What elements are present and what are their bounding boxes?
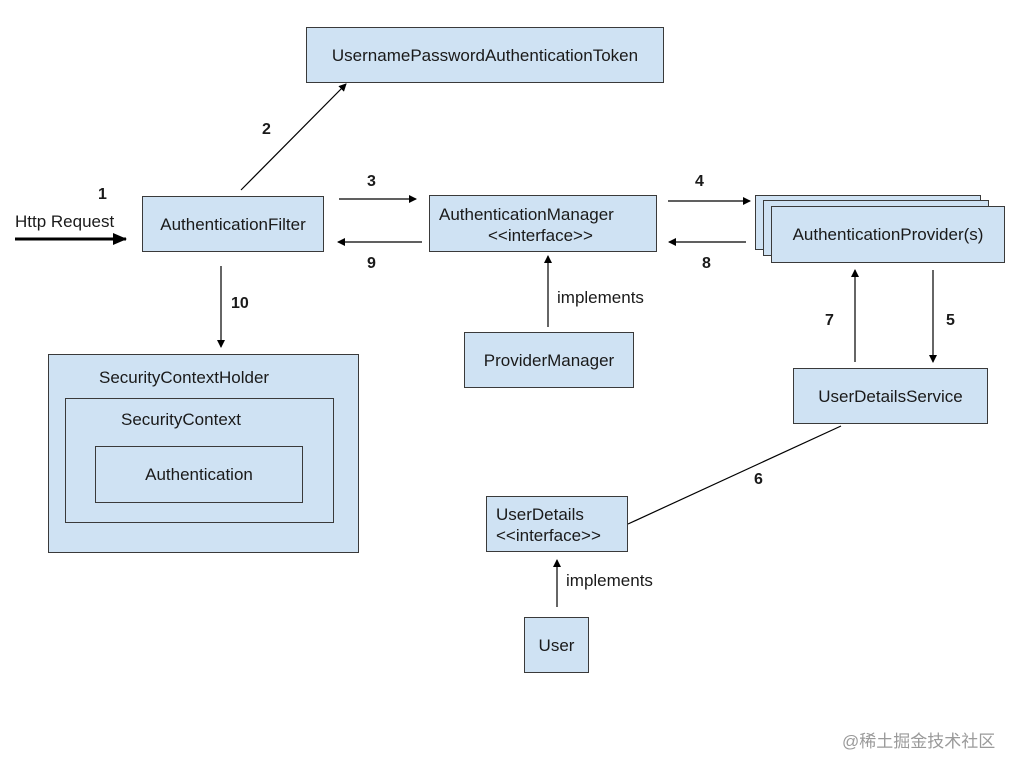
manager-label: AuthenticationManager	[439, 205, 614, 224]
user-details-service-box: UserDetailsService	[793, 368, 988, 424]
provider-manager-label: ProviderManager	[483, 350, 615, 370]
step-2: 2	[262, 121, 271, 138]
provider-label: AuthenticationProvider(s)	[792, 225, 984, 244]
authentication-manager-box: AuthenticationManager <<interface>>	[429, 195, 657, 252]
step-1: 1	[98, 186, 107, 203]
line-6	[627, 425, 842, 525]
arrow-2	[240, 83, 347, 191]
security-context-holder-label: SecurityContextHolder	[99, 368, 270, 387]
provider-manager-box: ProviderManager	[464, 332, 634, 388]
step-9: 9	[367, 255, 376, 272]
step-8: 8	[702, 255, 711, 272]
authentication-provider-box: AuthenticationProvider(s)	[771, 206, 1005, 263]
step-7: 7	[825, 312, 834, 329]
user-box: User	[524, 617, 589, 673]
step-5: 5	[946, 312, 955, 329]
authentication-box: Authentication	[95, 446, 303, 503]
step-10: 10	[231, 295, 249, 312]
user-label: User	[538, 635, 575, 655]
implements-label-provider-manager: implements	[557, 288, 644, 307]
user-details-service-label: UserDetailsService	[818, 386, 963, 406]
user-details-label: UserDetails	[496, 505, 584, 524]
security-context-label: SecurityContext	[121, 410, 241, 429]
user-details-stereotype: <<interface>>	[496, 526, 601, 545]
username-password-token-box: UsernamePasswordAuthenticationToken	[306, 27, 664, 83]
filter-label: AuthenticationFilter	[160, 214, 306, 234]
watermark: @稀土掘金技术社区	[842, 732, 996, 751]
user-details-box: UserDetails <<interface>>	[486, 496, 628, 552]
http-request-label: Http Request	[15, 212, 115, 231]
security-context-holder-box: SecurityContextHolder SecurityContext Au…	[48, 354, 359, 553]
authentication-filter-box: AuthenticationFilter	[142, 196, 324, 252]
implements-label-user: implements	[566, 571, 653, 590]
step-4: 4	[695, 173, 704, 190]
manager-stereotype: <<interface>>	[488, 226, 593, 245]
authentication-label: Authentication	[145, 465, 253, 484]
step-6: 6	[754, 471, 763, 488]
token-label: UsernamePasswordAuthenticationToken	[331, 45, 639, 65]
step-3: 3	[367, 173, 376, 190]
security-context-box: SecurityContext Authentication	[65, 398, 334, 523]
